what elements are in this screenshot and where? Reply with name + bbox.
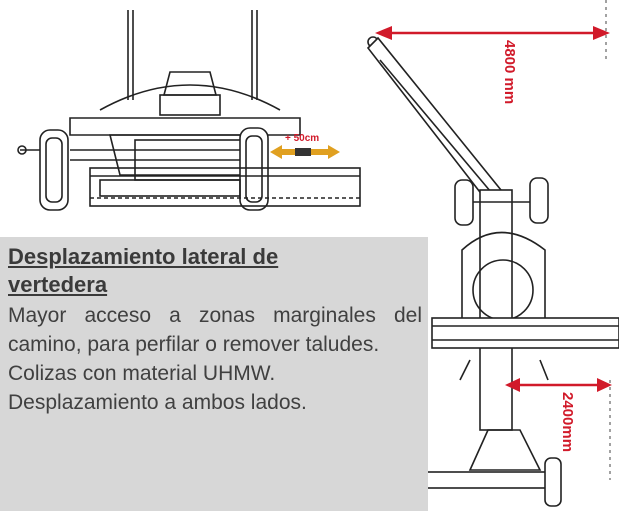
length-dimension-bottom: 2400mm: [505, 378, 612, 452]
info-description: Mayor acceso a zonas marginales del cami…: [8, 304, 422, 356]
length-dimension-top: 4800 mm: [375, 26, 610, 104]
info-title: Desplazamiento lateral de vertedera: [8, 244, 279, 297]
shift-label: + 50cm: [285, 133, 319, 144]
shift-dimension: + 50cm: [270, 133, 340, 159]
info-shift: Desplazamiento a ambos lados.: [8, 391, 307, 414]
info-body: Mayor acceso a zonas marginales del cami…: [8, 301, 428, 417]
length-label-top: 4800 mm: [501, 40, 518, 104]
info-material: Colizas con material UHMW.: [8, 362, 276, 385]
top-view-machine: [366, 36, 619, 507]
front-view-machine: [17, 10, 361, 211]
length-label-bottom: 2400mm: [559, 392, 576, 452]
info-panel: Desplazamiento lateral de vertedera Mayo…: [0, 237, 428, 511]
